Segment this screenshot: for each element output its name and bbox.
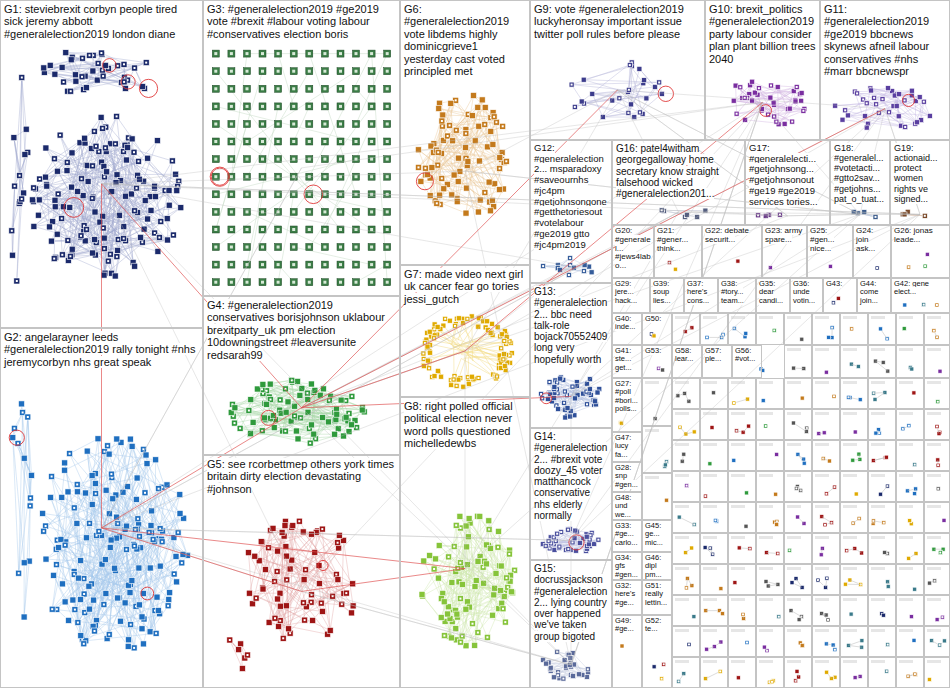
graph-canvas: G1: steviebrexit corbyn people tired sic…: [0, 0, 950, 688]
